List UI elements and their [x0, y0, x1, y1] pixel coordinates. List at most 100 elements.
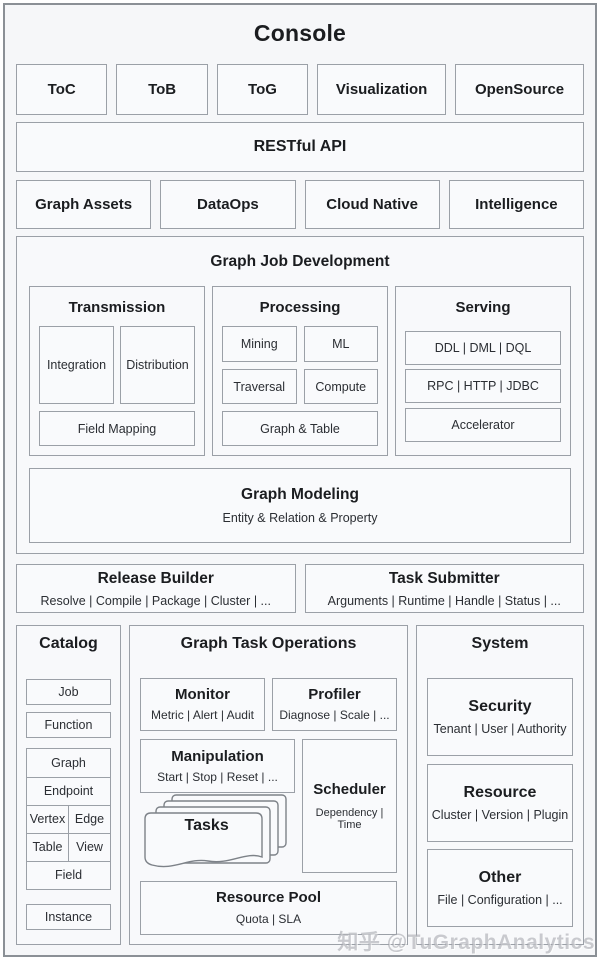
- graph-modeling-title: Graph Modeling: [241, 486, 359, 504]
- manipulation-tasks-column: Manipulation Start | Stop | Reset | ...: [140, 738, 295, 873]
- graph-job-development-title: Graph Job Development: [210, 253, 390, 271]
- security-box: Security Tenant | User | Authority: [427, 678, 573, 757]
- box-opensource: OpenSource: [455, 64, 585, 116]
- catalog-body: Job Function Graph Endpoint Vertex Edge …: [26, 657, 111, 935]
- column-serving: Serving DDL | DML | DQL RPC | HTTP | JDB…: [395, 286, 571, 457]
- box-field-mapping: Field Mapping: [39, 411, 195, 447]
- resource-pool-subtitle: Quota | SLA: [235, 912, 302, 927]
- box-cloud-native: Cloud Native: [304, 179, 440, 230]
- task-submitter-box: Task Submitter Arguments | Runtime | Han…: [304, 564, 584, 613]
- box-graph-and-table: Graph & Table: [222, 411, 378, 447]
- catalog-row-table-view: Table View: [27, 832, 110, 861]
- transmission-title: Transmission: [68, 299, 166, 317]
- box-accelerator: Accelerator: [405, 407, 561, 442]
- column-transmission: Transmission Integration Distribution Fi…: [29, 286, 205, 457]
- box-graph-assets: Graph Assets: [16, 179, 152, 230]
- other-subtitle: File | Configuration | ...: [437, 893, 563, 908]
- box-ml: ML: [303, 326, 378, 362]
- system-body: Security Tenant | User | Authority Resou…: [427, 657, 573, 935]
- tasks-label: Tasks: [184, 816, 229, 834]
- scheduler-subtitle: Dependency | Time: [315, 806, 384, 831]
- box-traversal: Traversal: [222, 368, 297, 405]
- box-dataops: DataOps: [160, 179, 296, 230]
- resource-pool-title: Resource Pool: [215, 889, 322, 907]
- other-box: Other File | Configuration | ...: [427, 849, 573, 928]
- transmission-pair: Integration Distribution: [39, 326, 195, 405]
- restful-api-box: RESTful API: [16, 122, 584, 172]
- catalog-group: Graph Endpoint Vertex Edge Table View Fi: [26, 747, 111, 890]
- box-distribution: Distribution: [120, 326, 195, 405]
- catalog-item-view: View: [68, 833, 110, 861]
- column-processing: Processing Mining ML Traversal Compute G…: [212, 286, 388, 457]
- box-intelligence: Intelligence: [448, 179, 584, 230]
- profiler-title: Profiler: [308, 686, 361, 704]
- catalog-row-graph: Graph: [27, 749, 110, 777]
- task-submitter-title: Task Submitter: [388, 569, 500, 587]
- system-panel: System Security Tenant | User | Authorit…: [416, 624, 584, 945]
- scheduler-box: Scheduler Dependency | Time: [302, 738, 397, 873]
- catalog-item-table: Table: [32, 840, 63, 855]
- monitor-profiler-row: Monitor Metric | Alert | Audit Profiler …: [140, 677, 397, 731]
- release-builder-box: Release Builder Resolve | Compile | Pack…: [16, 564, 296, 613]
- gjd-columns: Transmission Integration Distribution Fi…: [29, 286, 571, 457]
- pipeline-row: Release Builder Resolve | Compile | Pack…: [16, 564, 584, 613]
- box-toc: ToC: [16, 64, 108, 116]
- other-title: Other: [478, 869, 522, 887]
- monitor-box: Monitor Metric | Alert | Audit: [140, 677, 265, 731]
- box-rpc-http-jdbc: RPC | HTTP | JDBC: [405, 369, 561, 404]
- box-mining: Mining: [222, 326, 297, 362]
- catalog-item-graph: Graph: [51, 755, 86, 770]
- graph-task-operations-title: Graph Task Operations: [180, 634, 357, 652]
- catalog-item-field: Field: [54, 868, 83, 883]
- page-title: Console: [253, 20, 347, 46]
- bottom-section: Catalog Job Function Graph Endpoint Vert…: [16, 624, 584, 945]
- catalog-item-edge: Edge: [68, 805, 110, 833]
- monitor-subtitle: Metric | Alert | Audit: [151, 708, 254, 723]
- resource-pool-box: Resource Pool Quota | SLA: [140, 880, 397, 935]
- graph-modeling-box: Graph Modeling Entity & Relation & Prope…: [29, 468, 571, 544]
- graph-modeling-subtitle: Entity & Relation & Property: [222, 511, 378, 526]
- box-tog: ToG: [216, 64, 309, 116]
- graph-task-operations-body: Monitor Metric | Alert | Audit Profiler …: [140, 657, 397, 935]
- task-submitter-subtitle: Arguments | Runtime | Handle | Status | …: [327, 593, 561, 608]
- monitor-title: Monitor: [175, 686, 230, 704]
- resource-subtitle: Cluster | Version | Plugin: [431, 807, 569, 822]
- catalog-panel: Catalog Job Function Graph Endpoint Vert…: [16, 624, 121, 945]
- box-compute: Compute: [303, 368, 378, 405]
- tasks-stack-icon: [143, 794, 287, 868]
- console-frame: Console ToC ToB ToG Visualization OpenSo…: [3, 3, 597, 957]
- box-integration: Integration: [39, 326, 114, 405]
- product-row: ToC ToB ToG Visualization OpenSource: [16, 64, 585, 116]
- release-builder-subtitle: Resolve | Compile | Package | Cluster | …: [40, 593, 271, 608]
- catalog-item-vertex: Vertex: [29, 812, 66, 827]
- tasks-stack: Tasks: [140, 793, 295, 873]
- resource-title: Resource: [463, 783, 537, 801]
- catalog-item-job: Job: [26, 678, 111, 705]
- processing-title: Processing: [259, 299, 341, 317]
- graph-task-operations-panel: Graph Task Operations Monitor Metric | A…: [129, 624, 408, 945]
- manipulation-title: Manipulation: [171, 747, 264, 765]
- profiler-box: Profiler Diagnose | Scale | ...: [272, 677, 397, 731]
- security-subtitle: Tenant | User | Authority: [433, 722, 567, 737]
- manipulation-box: Manipulation Start | Stop | Reset | ...: [140, 738, 295, 793]
- catalog-row-endpoint: Endpoint: [27, 776, 110, 805]
- system-title: System: [471, 634, 529, 652]
- serving-stack: DDL | DML | DQL RPC | HTTP | JDBC Accele…: [405, 326, 561, 446]
- release-builder-title: Release Builder: [97, 569, 214, 587]
- box-ddl-dml-dql: DDL | DML | DQL: [405, 330, 561, 365]
- serving-title: Serving: [455, 299, 511, 317]
- scheduler-title: Scheduler: [313, 780, 386, 798]
- profiler-subtitle: Diagnose | Scale | ...: [279, 708, 390, 723]
- processing-grid: Mining ML Traversal Compute: [222, 326, 378, 405]
- graph-job-development-box: Graph Job Development Transmission Integ…: [16, 236, 584, 555]
- manipulation-subtitle: Start | Stop | Reset | ...: [157, 769, 278, 784]
- catalog-item-endpoint: Endpoint: [43, 784, 94, 799]
- box-tob: ToB: [116, 64, 208, 116]
- resource-box: Resource Cluster | Version | Plugin: [427, 763, 573, 842]
- catalog-item-instance: Instance: [26, 903, 111, 930]
- catalog-row-vertex-edge: Vertex Edge: [27, 804, 110, 833]
- manipulation-scheduler-row: Manipulation Start | Stop | Reset | ...: [140, 738, 397, 873]
- catalog-title: Catalog: [39, 634, 98, 652]
- box-visualization: Visualization: [317, 64, 447, 116]
- catalog-item-function: Function: [26, 711, 111, 738]
